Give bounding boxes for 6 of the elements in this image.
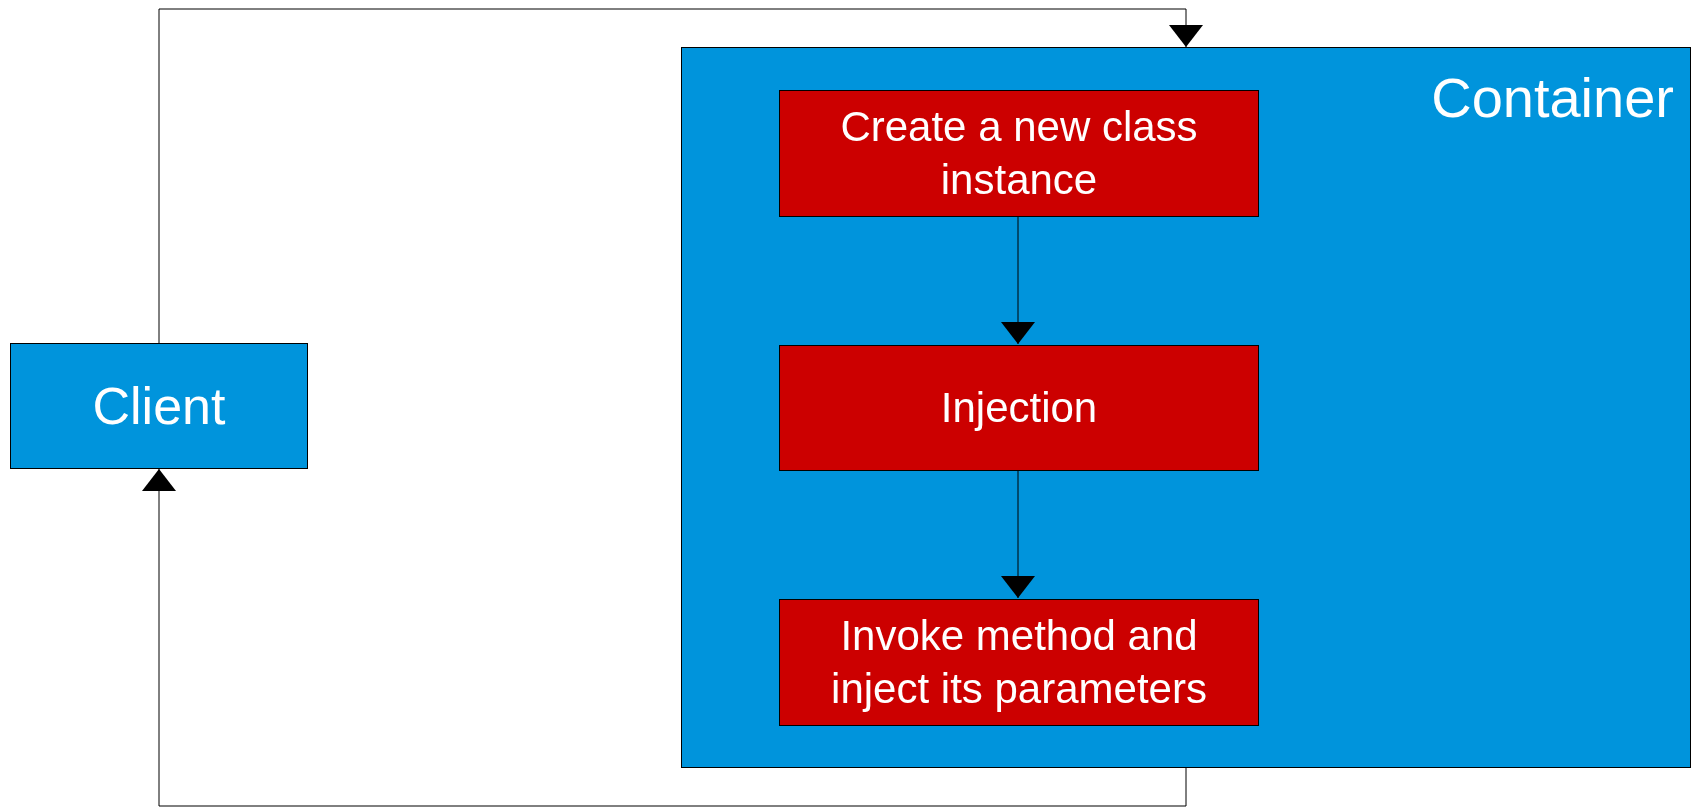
client-box: [10, 343, 308, 469]
process-box: [779, 345, 1259, 471]
node-label: Injection: [940, 382, 1098, 433]
node-label: Client: [92, 376, 226, 437]
container-box: [681, 47, 1691, 768]
node-label: Container: [1431, 65, 1674, 131]
